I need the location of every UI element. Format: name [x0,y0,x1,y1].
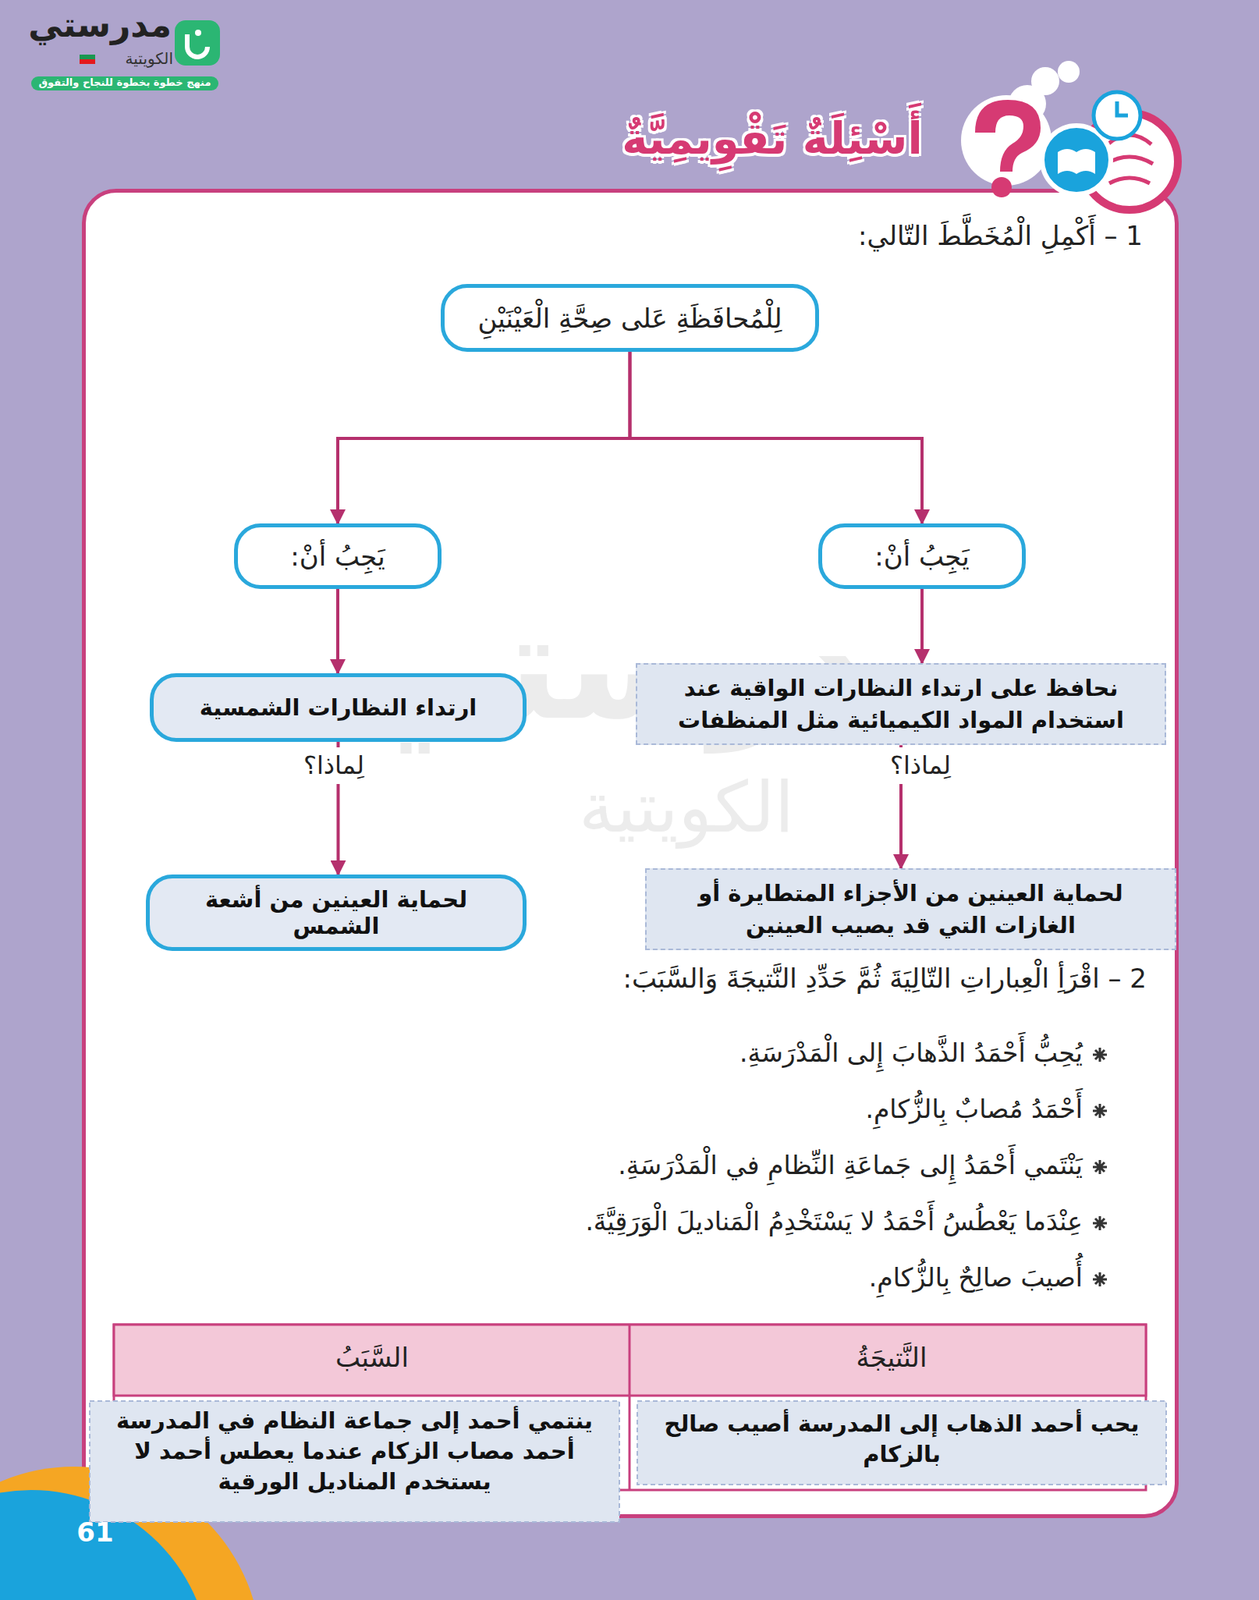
connector-arrow [630,351,923,524]
flag [79,59,96,64]
why-label: لِماذا؟ [287,747,381,784]
logo-mark [187,34,208,57]
book-icon [1042,125,1111,195]
book-shape [1057,148,1096,174]
connector-arrow [336,588,340,674]
logo-dot [195,29,202,36]
node-text: لحماية العينين من أشعة الشمس [170,886,503,940]
bubble [961,95,1052,186]
statement: أَحْمَدُ مُصابٌ بِالزُّكامِ. [390,1092,1083,1128]
answer-cell [89,1400,620,1522]
bullet [1092,1047,1107,1062]
root-box: لِلْمُحافَظَةِ عَلى صِحَّةِ الْعَيْنَيْن… [440,283,820,352]
node-text: ارتداء النظارات الشمسية [199,694,478,721]
bullet [1092,1272,1107,1287]
logo-bar [31,76,219,91]
statement: يَنْتَمي أَحْمَدُ إِلى جَماعَةِ النِّظام… [390,1148,1083,1184]
bullet [1092,1159,1107,1174]
logo-name: مدرستي [31,4,172,47]
bubble [1057,60,1080,83]
answer-box: لحماية العينين من الأجزاء المتطايرة أو ا… [645,868,1177,951]
table-divider [628,1324,632,1490]
question-number: 2 – اقْرَأِ الْعِباراتِ التّالِيَةَ ثُمَ… [436,961,1147,997]
question-number: 1 – أَكْمِلِ الْمُخَطَّطَ التّالي: [624,218,1143,255]
watermark: الكويتية [468,772,905,843]
bullets [1092,1047,1107,1287]
branch-box: يَجِبُ أنْ: [818,523,1026,589]
why-label: لِماذا؟ [873,747,968,784]
answer-cell [637,1400,1167,1485]
page-number: 61 [71,1514,119,1551]
answer-box: ارتداء النظارات الشمسية [149,673,527,742]
statement: عِنْدَما يَعْطُسُ أَحْمَدُ لا يَسْتَخْدِ… [390,1204,1083,1240]
page-title: أَسْئِلَةٌ تَقْوِيمِيَّةٌ [608,109,937,169]
node-text: يَجِبُ أنْ: [874,540,969,572]
bullet [1092,1103,1107,1118]
flag [79,54,96,64]
logo-slogan: منهج خطوة بخطوة للنجاح والتفوق [34,75,216,90]
answer-box: نحافظ على ارتداء النظارات الواقية عند اس… [635,663,1167,745]
node-text: نحافظ على ارتداء النظارات الواقية عند اس… [651,672,1151,736]
table-cell: ينتمي أحمد إلى جماعة النظام في المدرسة أ… [97,1405,612,1497]
question-mark [991,177,1012,198]
logo-icon [174,20,220,66]
node-text: يَجِبُ أنْ: [290,540,385,572]
table-cell: يحب أحمد الذهاب إلى المدرسة أصيب صالح با… [647,1408,1157,1470]
statement: أُصيبَ صالِحٌ بِالزُّكامِ. [390,1260,1083,1296]
node-text: لِلْمُحافَظَةِ عَلى صِحَّةِ الْعَيْنَيْن… [477,302,782,334]
statement: يُحِبُّ أَحْمَدُ الذَّهابَ إِلى الْمَدْر… [390,1035,1083,1072]
table-header: النَّتيجَةُ [639,1340,1144,1377]
answer-box: لحماية العينين من أشعة الشمس [145,874,527,951]
bullet [1092,1216,1107,1231]
connector-arrow [337,351,631,524]
clock-hands [1117,101,1128,116]
branch-box: يَجِبُ أنْ: [234,523,442,589]
logo-sub: الكويتية [98,48,174,70]
question-mark [975,99,1041,172]
brain-folds [1106,134,1153,184]
table-header: السَّبَبُ [117,1340,628,1377]
node-text: لحماية العينين من الأجزاء المتطايرة أو ا… [660,877,1161,941]
clock-icon [1093,92,1141,139]
